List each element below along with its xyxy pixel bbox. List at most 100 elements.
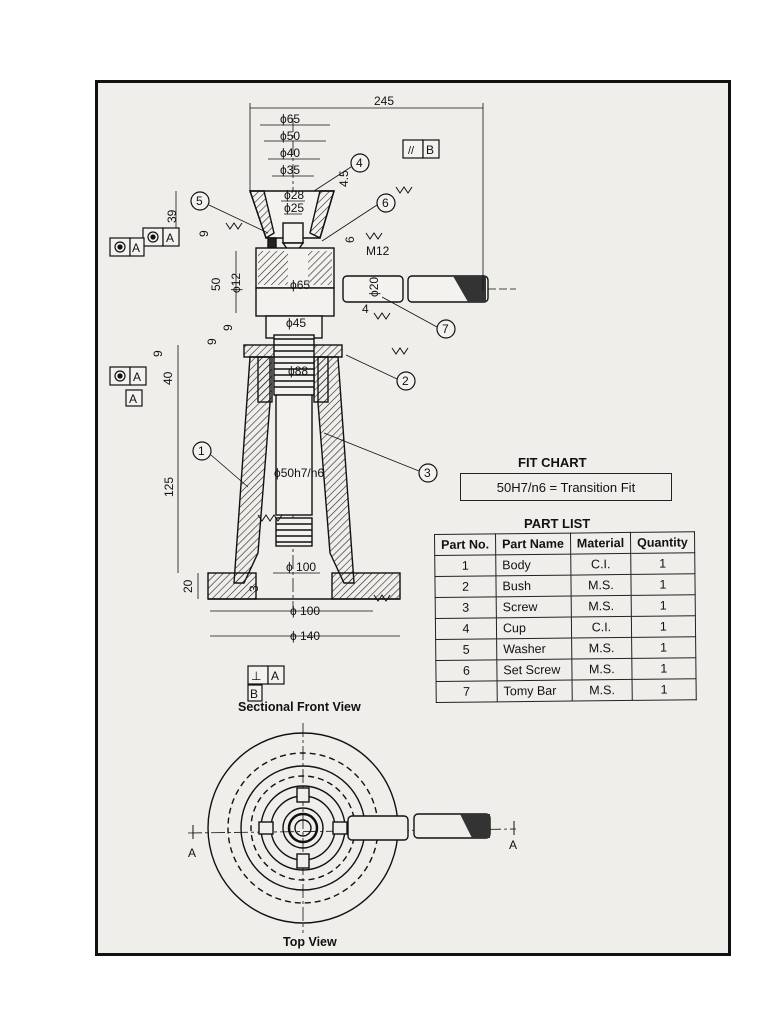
part-material: C.I.: [570, 553, 631, 576]
dim-6: 6: [343, 236, 357, 243]
dim-20: 20: [181, 579, 195, 593]
dim-phi45: ϕ45: [286, 316, 306, 330]
table-row: 6 Set Screw M.S. 1: [435, 657, 696, 682]
dimension-lines: [175, 103, 484, 637]
dim-phi28: ϕ28: [284, 188, 304, 202]
front-view-caption: Sectional Front View: [238, 700, 361, 714]
part-no: 4: [435, 617, 497, 640]
top-view-caption: Top View: [283, 935, 337, 949]
part-list-title: PART LIST: [524, 516, 591, 531]
surface-finish-marks: [225, 186, 413, 602]
part-balloons: 5 4 6 7 2 1 3: [190, 153, 456, 488]
part-quantity: 1: [631, 636, 696, 659]
datum-perp-a: A: [271, 669, 279, 683]
part-material: M.S.: [571, 679, 633, 702]
balloon-1: 1: [198, 444, 205, 458]
part-list-table: Part No. Part Name Material Quantity 1 B…: [434, 531, 696, 703]
part-material: M.S.: [570, 574, 632, 597]
dim-phi140: ϕ 140: [290, 629, 320, 643]
balloon-6: 6: [382, 196, 389, 210]
dim-phi40: ϕ40: [280, 146, 300, 160]
datum-b-top: B: [426, 143, 434, 157]
datum-a1: A: [166, 231, 174, 245]
part-list-header: Part No. Part Name Material Quantity: [434, 531, 695, 556]
balloon-5: 5: [196, 194, 203, 208]
front-view: [207, 118, 516, 608]
screw-thread: [273, 334, 315, 547]
header-material: Material: [570, 532, 631, 555]
dim-50: 50: [209, 277, 223, 291]
section-a-left: A: [188, 846, 196, 860]
body: [207, 356, 401, 600]
part-name: Cup: [496, 617, 572, 639]
section-a-right: A: [509, 838, 517, 852]
dim-phi50: ϕ50: [280, 129, 300, 143]
part-material: M.S.: [571, 658, 633, 681]
part-material: M.S.: [570, 595, 632, 618]
part-name: Washer: [496, 638, 572, 660]
dim-m12: M12: [366, 244, 390, 258]
dim-9a: 9: [197, 230, 211, 237]
table-row: 7 Tomy Bar M.S. 1: [436, 678, 696, 703]
part-quantity: 1: [631, 615, 696, 638]
dim-fit: ϕ50h7/n6: [274, 466, 324, 480]
part-no: 2: [434, 575, 497, 598]
dim-125: 125: [162, 477, 176, 497]
table-row: 5 Washer M.S. 1: [435, 636, 696, 661]
part-no: 3: [435, 596, 497, 619]
dimension-texts: 245 ϕ65 ϕ50 ϕ40 ϕ35 ϕ28 ϕ25 4.5 39 9 6 M…: [151, 94, 394, 643]
table-row: 2 Bush M.S. 1: [434, 573, 695, 598]
dim-245: 245: [374, 94, 394, 108]
part-name: Screw: [496, 596, 572, 618]
dim-9c: 9: [205, 338, 219, 345]
dim-phi88: ϕ88: [288, 364, 308, 378]
fit-chart-text: 50H7/n6 = Transition Fit: [496, 479, 636, 495]
part-material: C.I.: [571, 616, 632, 639]
part-name: Set Screw: [496, 659, 572, 681]
header-quantity: Quantity: [630, 531, 695, 554]
tommy-bar: [342, 275, 404, 303]
tolerance-frames: // B A A A A ⊥ A B: [109, 139, 440, 702]
header-part-name: Part Name: [495, 533, 571, 555]
fit-chart-box: 50H7/n6 = Transition Fit: [460, 473, 672, 501]
svg-text://: //: [408, 145, 415, 157]
dim-4-5: 4.5: [337, 170, 351, 187]
dim-phi12: ϕ12: [229, 273, 243, 293]
part-no: 7: [436, 680, 498, 703]
engineering-drawing: 245 ϕ65 ϕ50 ϕ40 ϕ35 ϕ28 ϕ25 4.5 39 9 6 M…: [109, 94, 517, 933]
part-quantity: 1: [631, 657, 696, 680]
part-quantity: 1: [632, 678, 696, 701]
datum-a2: A: [132, 241, 140, 255]
drawing-sheet: 245 ϕ65 ϕ50 ϕ40 ϕ35 ϕ28 ϕ25 4.5 39 9 6 M…: [95, 80, 731, 956]
dim-phi35: ϕ35: [280, 163, 300, 177]
balloon-2: 2: [402, 374, 409, 388]
datum-a4: A: [129, 392, 137, 406]
dim-3: 3: [247, 585, 261, 592]
top-view: [187, 723, 517, 933]
svg-text:⊥: ⊥: [251, 669, 261, 683]
dim-40: 40: [161, 371, 175, 385]
dim-4: 4: [362, 302, 369, 316]
dim-phi100-base: ϕ 100: [290, 604, 320, 618]
part-name: Bush: [495, 575, 571, 597]
balloon-7: 7: [442, 322, 449, 336]
dim-phi20: ϕ20: [367, 277, 381, 297]
part-name: Tomy Bar: [496, 680, 573, 702]
datum-b-bottom: B: [250, 687, 258, 701]
part-no: 5: [435, 638, 497, 661]
fit-chart-title: FIT CHART: [518, 455, 587, 470]
part-no: 6: [435, 659, 497, 682]
part-material: M.S.: [571, 637, 632, 660]
part-no: 1: [434, 554, 496, 577]
dim-9b: 9: [221, 324, 235, 331]
balloon-3: 3: [424, 466, 431, 480]
table-row: 4 Cup C.I. 1: [435, 615, 696, 640]
part-quantity: 1: [630, 573, 695, 596]
part-quantity: 1: [631, 594, 696, 617]
table-row: 1 Body C.I. 1: [434, 552, 695, 577]
datum-a3: A: [133, 370, 141, 384]
dim-phi25: ϕ25: [284, 201, 304, 215]
balloon-4: 4: [356, 156, 363, 170]
table-row: 3 Screw M.S. 1: [435, 594, 696, 619]
dim-phi100-inner: ϕ 100: [286, 560, 316, 574]
